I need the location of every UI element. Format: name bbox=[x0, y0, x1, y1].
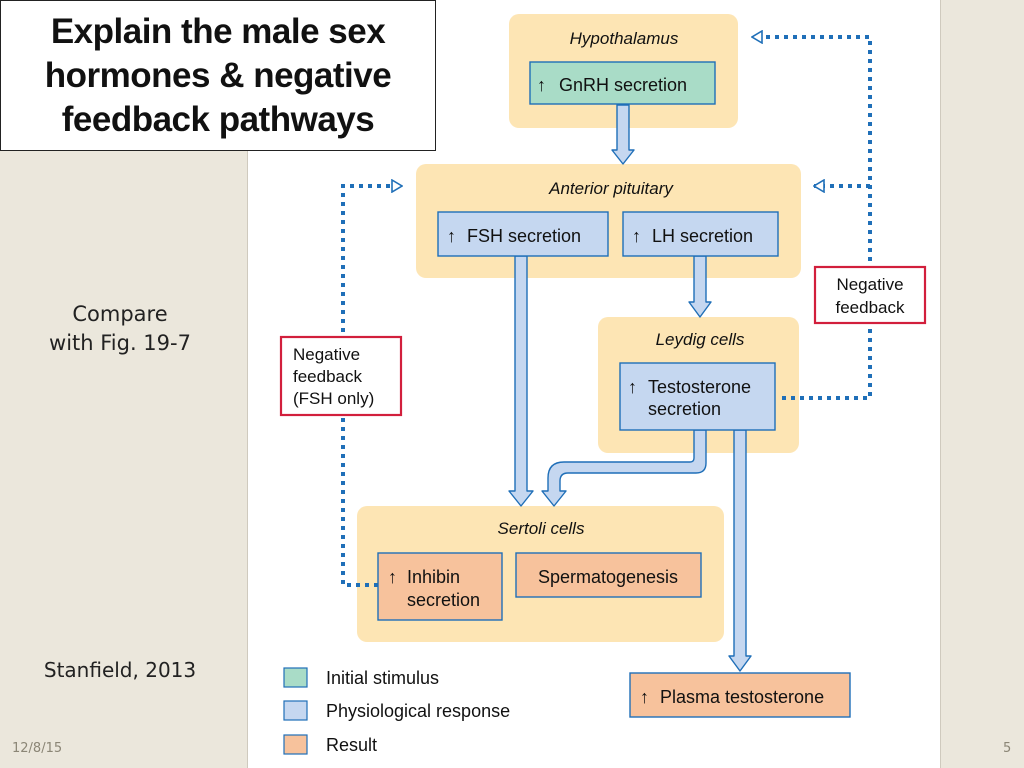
legend-swatch-physiological-response bbox=[283, 700, 308, 721]
title-line-1: Explain the male sex bbox=[50, 11, 386, 51]
plasma-testosterone-box bbox=[629, 672, 851, 718]
legend-label-physiological-response: Physiological response bbox=[326, 701, 510, 721]
sertoli-label: Sertoli cells bbox=[498, 519, 585, 538]
inhibin-label-line-2: secretion bbox=[407, 590, 480, 610]
feedback-left-line-3: (FSH only) bbox=[293, 389, 374, 408]
feedback-left-line-1: Negative bbox=[293, 345, 360, 364]
slide-title: Explain the male sex hormones & negative… bbox=[44, 10, 392, 142]
gnrh-label: GnRH secretion bbox=[559, 75, 687, 95]
testosterone-label-line-1: Testosterone bbox=[648, 377, 751, 397]
right-feedback-to-hypothalamus bbox=[752, 37, 872, 400]
testosterone-secretion-box bbox=[619, 362, 776, 431]
hypothalamus-label: Hypothalamus bbox=[570, 29, 679, 48]
feedback-right-line-1: Negative bbox=[836, 275, 903, 294]
gnrh-box bbox=[529, 61, 716, 105]
legend-swatch-result bbox=[283, 734, 308, 755]
legend-swatch-initial-stimulus bbox=[283, 667, 308, 688]
compare-line-2: with Fig. 19-7 bbox=[49, 331, 191, 355]
feedback-right-line-2: feedback bbox=[836, 298, 905, 317]
fsh-box bbox=[437, 211, 609, 257]
lh-box bbox=[622, 211, 779, 257]
footer-date: 12/8/15 bbox=[12, 741, 63, 756]
citation: Stanfield, 2013 bbox=[43, 658, 197, 682]
testosterone-up-arrow: ↑ bbox=[628, 377, 637, 397]
lh-up-arrow: ↑ bbox=[632, 226, 641, 246]
feedback-left-line-2: feedback bbox=[293, 367, 362, 386]
leydig-label: Leydig cells bbox=[656, 330, 745, 349]
testosterone-label-line-2: secretion bbox=[648, 399, 721, 419]
anterior-pituitary-label: Anterior pituitary bbox=[548, 179, 674, 198]
inhibin-box bbox=[377, 552, 503, 621]
inhibin-label-line-1: Inhibin bbox=[407, 567, 460, 587]
gnrh-up-arrow: ↑ bbox=[537, 75, 546, 95]
testosterone-to-plasma-arrow bbox=[728, 429, 752, 672]
inhibin-up-arrow: ↑ bbox=[388, 567, 397, 587]
lh-label: LH secretion bbox=[652, 226, 753, 246]
gnrh-to-pituitary-arrow bbox=[611, 104, 635, 165]
fsh-label: FSH secretion bbox=[467, 226, 581, 246]
compare-note: Compare with Fig. 19-7 bbox=[20, 300, 220, 358]
negative-feedback-right-box bbox=[813, 265, 927, 325]
footer-page-number: 5 bbox=[1003, 741, 1012, 756]
plasma-testosterone-label: Plasma testosterone bbox=[660, 687, 824, 707]
plasma-up-arrow: ↑ bbox=[640, 687, 649, 707]
negative-feedback-left-box bbox=[279, 335, 403, 417]
compare-line-1: Compare bbox=[72, 302, 168, 326]
testosterone-to-sertoli-arrow bbox=[541, 429, 707, 507]
fsh-to-sertoli-arrow bbox=[508, 255, 534, 507]
lh-to-leydig-arrow bbox=[688, 255, 712, 318]
title-line-3: feedback pathways bbox=[61, 99, 375, 139]
spermatogenesis-box bbox=[515, 552, 702, 598]
spermatogenesis-label: Spermatogenesis bbox=[538, 567, 678, 587]
legend-label-initial-stimulus: Initial stimulus bbox=[326, 668, 439, 688]
title-line-2: hormones & negative bbox=[44, 55, 392, 95]
fsh-up-arrow: ↑ bbox=[447, 226, 456, 246]
legend-label-result: Result bbox=[326, 735, 377, 755]
slide-title-box: Explain the male sex hormones & negative… bbox=[0, 0, 436, 151]
